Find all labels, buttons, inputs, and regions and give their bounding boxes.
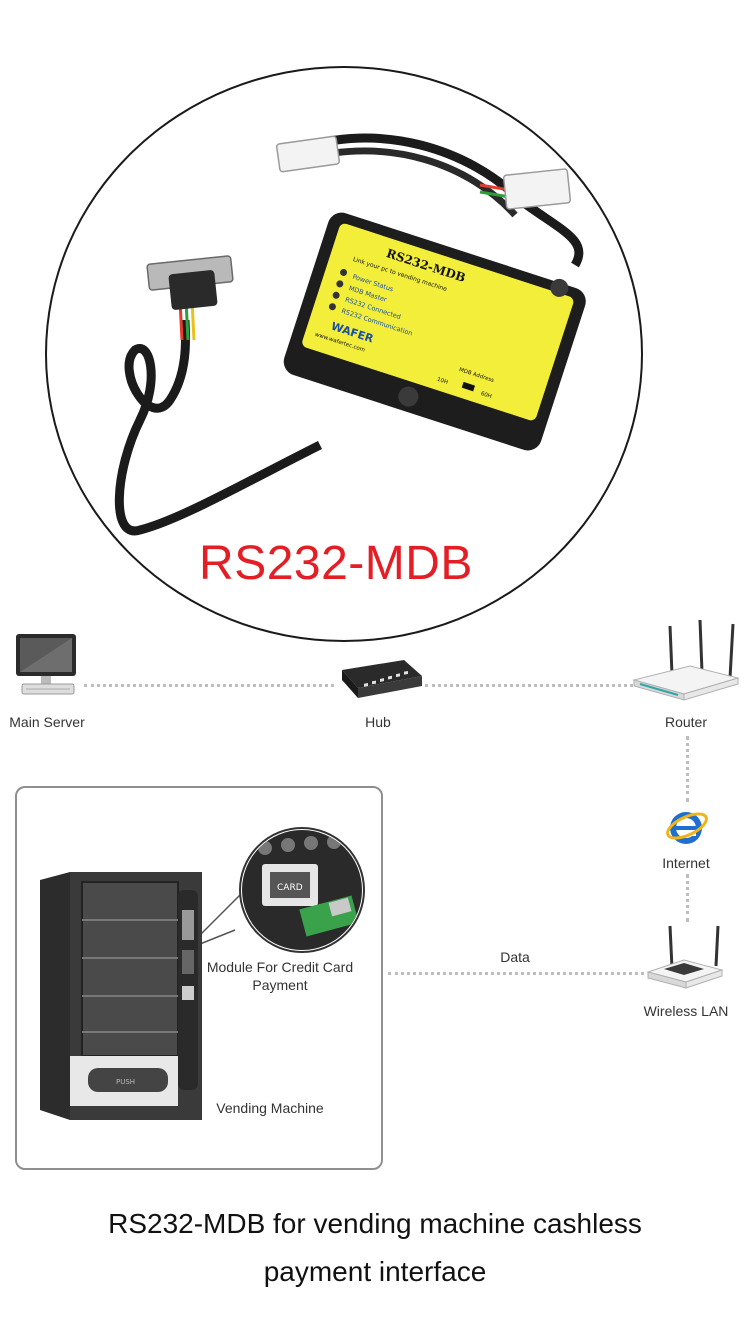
main-server-label: Main Server: [9, 714, 85, 730]
mdb-address-switch: [461, 381, 476, 392]
link-hub-router: [425, 684, 633, 687]
product-title: RS232-MDB: [199, 537, 473, 590]
push-flap-label: PUSH: [116, 1078, 135, 1086]
switch-right-label: 60H: [480, 391, 492, 400]
link-wlan-vending: [388, 972, 644, 975]
vending-machine-illustration: CARD PUSH: [40, 827, 365, 1120]
data-link-label: Data: [500, 949, 530, 965]
caption-line2: payment interface: [263, 1256, 487, 1287]
link-internet-wlan: [686, 874, 689, 922]
link-server-hub: [84, 684, 334, 687]
vending-machine-label: Vending Machine: [216, 1100, 324, 1116]
rs232-mdb-device-illustration: RS232-MDB Link your pc to vending machin…: [114, 133, 586, 536]
device-label-plate: [302, 223, 574, 421]
module-label: Module For Credit Card Payment: [190, 958, 370, 994]
link-router-internet: [686, 736, 689, 802]
router-label: Router: [664, 714, 708, 730]
internet-label: Internet: [662, 855, 710, 871]
internet-icon: [666, 812, 708, 844]
module-label-line2: Payment: [252, 977, 308, 993]
hub-label: Hub: [365, 714, 391, 730]
wireless-lan-icon: [646, 925, 724, 989]
main-server-icon: [16, 634, 76, 695]
caption-line1: RS232-MDB for vending machine cashless: [108, 1208, 642, 1239]
switch-left-label: 10H: [436, 377, 448, 386]
wireless-lan-label: Wireless LAN: [643, 1003, 729, 1019]
module-label-line1: Module For Credit Card: [206, 959, 354, 975]
hub-icon: [342, 660, 422, 698]
card-reader-label: CARD: [277, 883, 303, 893]
router-icon: [632, 619, 740, 701]
bottom-caption: RS232-MDB for vending machine cashless p…: [0, 1200, 750, 1296]
